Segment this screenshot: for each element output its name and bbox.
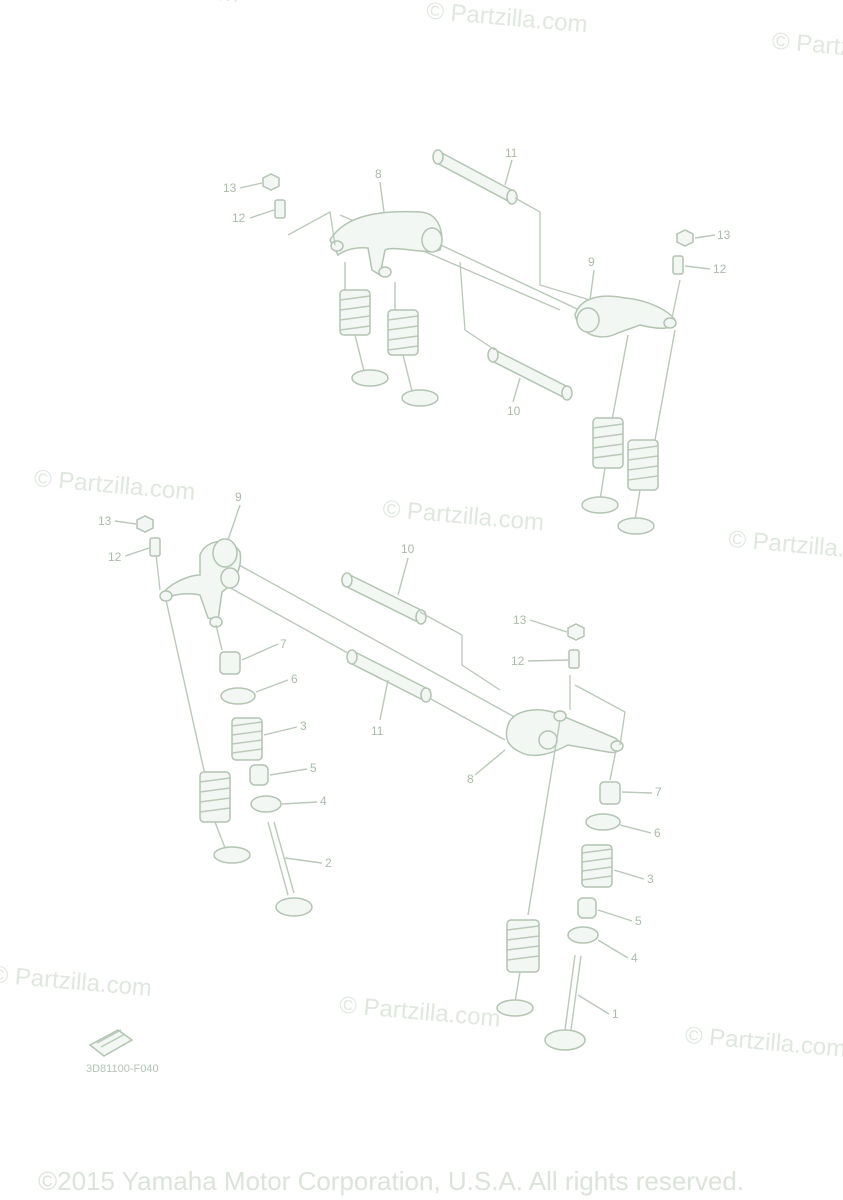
callout-12: 12 bbox=[232, 211, 246, 225]
rocker-shaft-10-upper bbox=[488, 348, 572, 400]
watermark: © Partzilla.com bbox=[727, 526, 843, 567]
spring-seat-4-right bbox=[567, 926, 599, 944]
callout-13: 13 bbox=[223, 181, 237, 195]
book-icon bbox=[88, 1029, 134, 1057]
spring-seat-6-right bbox=[585, 813, 621, 831]
valve-2 bbox=[267, 821, 313, 917]
rocker-arm-lower-right bbox=[505, 709, 622, 757]
lower-assembly: 9 13 12 10 11 13 12 7 6 3 5 4 2 8 7 6 3 … bbox=[98, 490, 662, 1051]
callout-4: 4 bbox=[320, 794, 327, 808]
retainer-cotter-7-left bbox=[219, 651, 241, 675]
spring-seat-6-left bbox=[220, 687, 256, 705]
valve-spring-lower bbox=[496, 919, 540, 1017]
callout-10: 10 bbox=[507, 404, 521, 418]
spring-seat-4-left bbox=[250, 795, 282, 813]
callout-12: 12 bbox=[713, 262, 727, 276]
callout-5: 5 bbox=[635, 914, 642, 928]
oil-seal-5-left bbox=[249, 764, 269, 786]
nut-13-lower-left bbox=[136, 515, 154, 533]
callout-3: 3 bbox=[300, 719, 307, 733]
diagram-code: 3D81100-F040 bbox=[86, 1063, 159, 1075]
callout-9: 9 bbox=[235, 490, 242, 504]
callout-12: 12 bbox=[108, 550, 122, 564]
watermark: © Partzilla.com bbox=[33, 465, 196, 506]
rocker-shaft-10-lower bbox=[341, 574, 427, 623]
callout-8: 8 bbox=[375, 167, 382, 181]
callout-11: 11 bbox=[505, 146, 518, 160]
callout-11: 11 bbox=[371, 724, 384, 738]
valve-spring-lower bbox=[199, 771, 251, 864]
watermark: © Partzilla.com bbox=[0, 961, 153, 1002]
stud-12-lower-left bbox=[149, 537, 161, 557]
callout-1: 1 bbox=[612, 1007, 619, 1021]
callout-13: 13 bbox=[717, 228, 731, 242]
callout-9: 9 bbox=[588, 255, 595, 269]
callout-5: 5 bbox=[310, 761, 317, 775]
watermark: © Partzilla.com bbox=[382, 495, 545, 536]
callout-4: 4 bbox=[631, 951, 638, 965]
watermark: © Partzilla.com bbox=[338, 992, 501, 1033]
callout-6: 6 bbox=[654, 826, 661, 840]
valve-spring-upper bbox=[387, 309, 439, 407]
callout-6: 6 bbox=[291, 672, 298, 686]
watermark: © Partzilla.com bbox=[771, 28, 843, 69]
valve-spring-upper bbox=[581, 417, 624, 514]
stud-12-upper-left bbox=[274, 199, 286, 219]
watermark: © Partzilla.com bbox=[77, 0, 240, 8]
callout-13: 13 bbox=[513, 613, 527, 627]
stud-12-lower-right bbox=[568, 649, 580, 669]
rocker-shaft-upper bbox=[434, 150, 516, 204]
callout-8: 8 bbox=[467, 772, 474, 786]
callout-3: 3 bbox=[647, 872, 654, 886]
watermark-layer: © Partzilla.com © Partzilla.com © Partzi… bbox=[0, 0, 843, 1063]
nut-13-upper-right bbox=[676, 229, 694, 247]
nut-13-upper-left bbox=[262, 173, 280, 191]
oil-seal-5-right bbox=[577, 897, 597, 919]
copyright-text: ©2015 Yamaha Motor Corporation, U.S.A. A… bbox=[38, 1166, 744, 1196]
callout-7: 7 bbox=[655, 785, 662, 799]
valve-1 bbox=[544, 954, 586, 1051]
callout-13: 13 bbox=[98, 514, 112, 528]
stud-12-upper-right bbox=[672, 255, 684, 275]
callout-10: 10 bbox=[401, 542, 415, 556]
valve-spring-upper bbox=[617, 439, 659, 535]
retainer-cotter-7-right bbox=[599, 781, 621, 805]
watermark: © Partzilla.com bbox=[684, 1022, 843, 1063]
valve-spring-3-left bbox=[231, 717, 263, 761]
callout-2: 2 bbox=[325, 856, 332, 870]
upper-assembly: 11 8 13 12 13 12 9 10 bbox=[223, 146, 731, 535]
valve-spring-upper bbox=[339, 289, 389, 387]
rocker-arm-upper-left bbox=[329, 210, 443, 277]
valve-spring-3-right bbox=[581, 844, 613, 888]
callout-12: 12 bbox=[511, 654, 525, 668]
nut-13-lower-right bbox=[567, 623, 585, 641]
callout-7: 7 bbox=[280, 637, 287, 651]
rocker-shaft-11-lower bbox=[346, 651, 432, 701]
watermark: © Partzilla.com bbox=[425, 0, 588, 38]
